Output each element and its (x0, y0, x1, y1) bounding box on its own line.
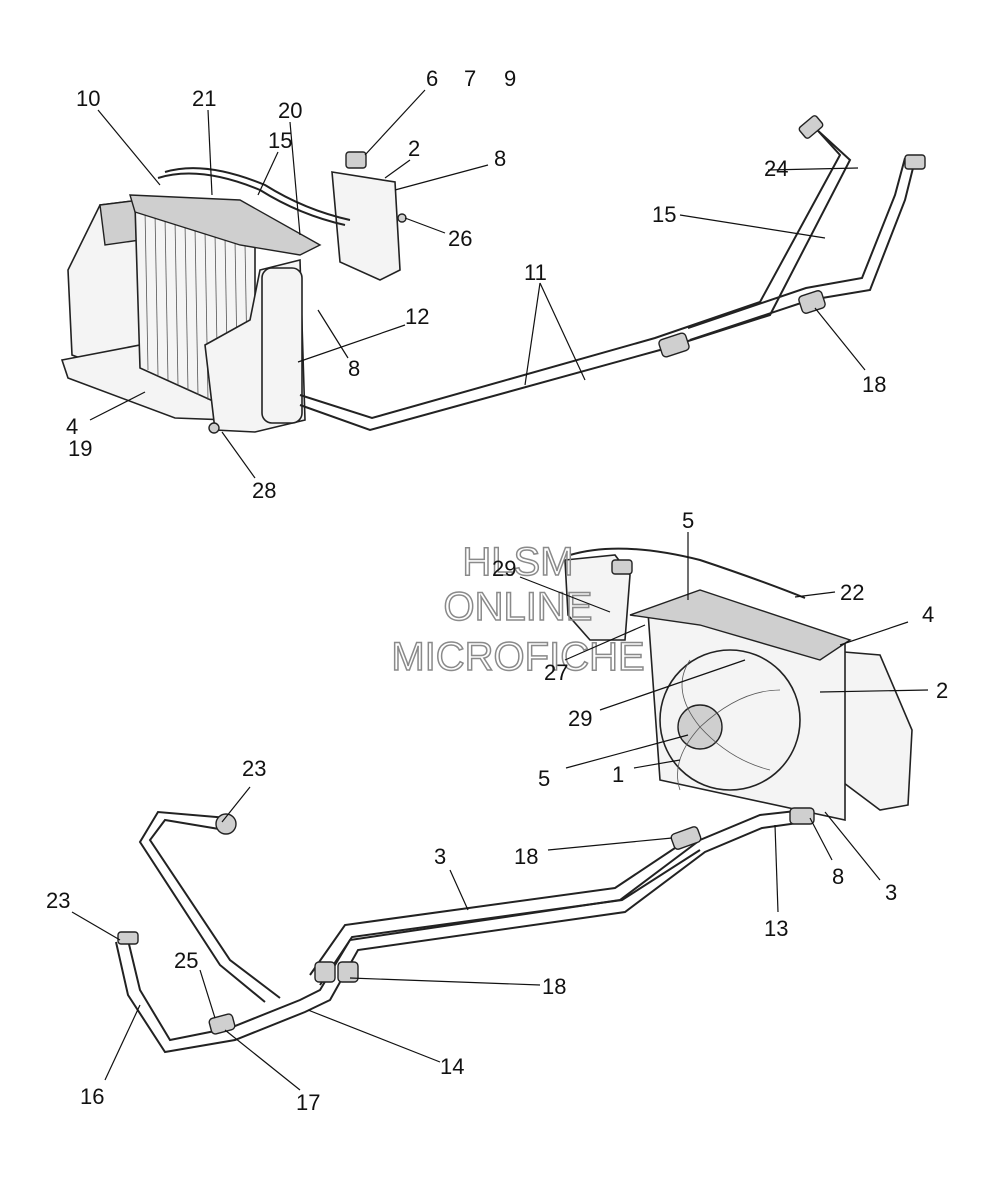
callout-28: 28 (252, 478, 276, 503)
lower-radiator-assembly (564, 547, 913, 821)
callout-7: 7 (464, 66, 476, 91)
callout-11: 11 (524, 260, 547, 285)
callout-21: 21 (192, 86, 216, 111)
callout-15-upper-left: 15 (268, 128, 292, 153)
callout-29-lower: 29 (568, 706, 592, 731)
callout-10: 10 (76, 86, 100, 111)
callout-16: 16 (80, 1084, 104, 1109)
callout-29-lower-top: 29 (492, 556, 516, 581)
upper-radiator-assembly (60, 151, 407, 434)
leader-lines (71, 89, 929, 1091)
watermark-line-3: MICROFICHE (391, 635, 644, 679)
callout-3-lower-right: 3 (885, 880, 897, 905)
callout-1: 1 (612, 762, 624, 787)
callout-3-lower-mid: 3 (434, 844, 446, 869)
callout-13: 13 (764, 916, 788, 941)
callout-18-lower-mid: 18 (514, 844, 538, 869)
callout-23-left: 23 (46, 888, 70, 913)
lower-hoses (115, 807, 815, 1054)
callout-4-lower: 4 (922, 602, 934, 627)
callout-9: 9 (504, 66, 516, 91)
callout-8-lower: 8 (832, 864, 844, 889)
callout-17: 17 (296, 1090, 320, 1115)
callout-22: 22 (840, 580, 864, 605)
callout-25: 25 (174, 948, 198, 973)
callout-6: 6 (426, 66, 438, 91)
callouts-lower: 5 29 22 4 27 2 29 5 1 23 3 18 8 3 13 23 … (46, 508, 948, 1115)
callout-2-upper: 2 (408, 136, 420, 161)
callout-15-upper-right: 15 (652, 202, 676, 227)
callout-27: 27 (544, 660, 568, 685)
callout-24: 24 (764, 156, 788, 181)
callout-8-upper-mid: 8 (348, 356, 360, 381)
callout-4-upper: 4 (66, 414, 78, 439)
callouts-upper: 10 21 20 15 6 7 9 2 8 26 24 15 11 12 8 1… (66, 66, 886, 503)
watermark-line-2: ONLINE (444, 585, 593, 629)
watermark: HLSM ONLINE MICROFICHE (391, 539, 646, 680)
callout-5-lower-top: 5 (682, 508, 694, 533)
callout-12: 12 (405, 304, 429, 329)
callout-20: 20 (278, 98, 302, 123)
callout-23-top: 23 (242, 756, 266, 781)
callout-5-lower: 5 (538, 766, 550, 791)
callout-18-lower: 18 (542, 974, 566, 999)
callout-26: 26 (448, 226, 472, 251)
callout-8-upper-right: 8 (494, 146, 506, 171)
upper-hoses (299, 115, 926, 432)
callout-18-upper: 18 (862, 372, 886, 397)
callout-19: 19 (68, 436, 92, 461)
watermark-line-1: HLSM (462, 540, 573, 584)
callout-14: 14 (440, 1054, 464, 1079)
callout-2-lower: 2 (936, 678, 948, 703)
